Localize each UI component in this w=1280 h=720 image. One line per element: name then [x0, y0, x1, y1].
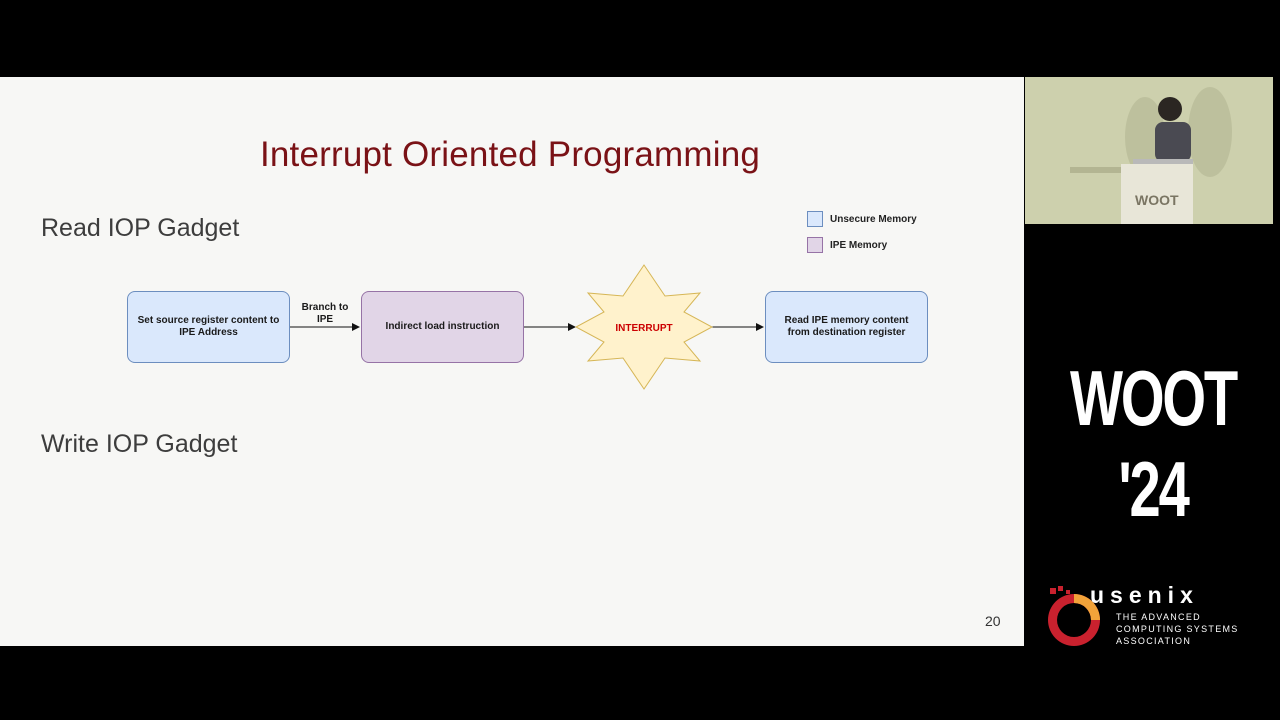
box-set-source-register: Set source register content to IPE Addre…: [127, 291, 290, 363]
section-heading-write: Write IOP Gadget: [41, 430, 238, 458]
page-number: 20: [985, 613, 1001, 629]
diagram-connectors: INTERRUPT: [290, 264, 764, 390]
legend-ipe-memory: IPE Memory: [807, 237, 887, 253]
box-read-ipe-memory-label: Read IPE memory content from destination…: [784, 315, 909, 338]
usenix-tagline-line-1: THE ADVANCED: [1116, 612, 1201, 622]
legend-swatch-unsecure: [807, 211, 823, 227]
usenix-branding: usenix THE ADVANCED COMPUTING SYSTEMS AS…: [1046, 582, 1266, 650]
box-read-ipe-memory: Read IPE memory content from destination…: [765, 291, 928, 363]
usenix-wordmark: usenix: [1090, 582, 1199, 608]
presentation-slide: Interrupt Oriented Programming Read IOP …: [0, 77, 1024, 646]
legend-unsecure-memory: Unsecure Memory: [807, 211, 917, 227]
usenix-logo-icon: [1048, 586, 1100, 646]
speaker-scene: WOOT: [1025, 77, 1273, 224]
branch-to-ipe-label: Branch to IPE: [301, 302, 349, 325]
box-indirect-load: Indirect load instruction: [361, 291, 524, 363]
legend-label-unsecure: Unsecure Memory: [830, 213, 917, 225]
box-set-source-register-label: Set source register content to IPE Addre…: [137, 315, 280, 338]
usenix-tagline-line-3: ASSOCIATION: [1116, 636, 1192, 646]
speaker-video-feed: WOOT: [1025, 77, 1273, 224]
section-heading-read: Read IOP Gadget: [41, 214, 240, 242]
interrupt-label: INTERRUPT: [615, 323, 672, 334]
legend-swatch-ipe: [807, 237, 823, 253]
box-indirect-load-label: Indirect load instruction: [385, 321, 500, 332]
svg-text:WOOT: WOOT: [1135, 192, 1179, 208]
slide-title: Interrupt Oriented Programming: [259, 135, 761, 174]
usenix-tagline-line-2: COMPUTING SYSTEMS: [1116, 624, 1239, 634]
legend-label-ipe: IPE Memory: [830, 239, 888, 251]
event-logo-text: WOOT '24: [1069, 354, 1238, 533]
usenix-tagline: THE ADVANCED COMPUTING SYSTEMS ASSOCIATI…: [1116, 611, 1239, 647]
interrupt-starburst-shape: [574, 264, 714, 390]
